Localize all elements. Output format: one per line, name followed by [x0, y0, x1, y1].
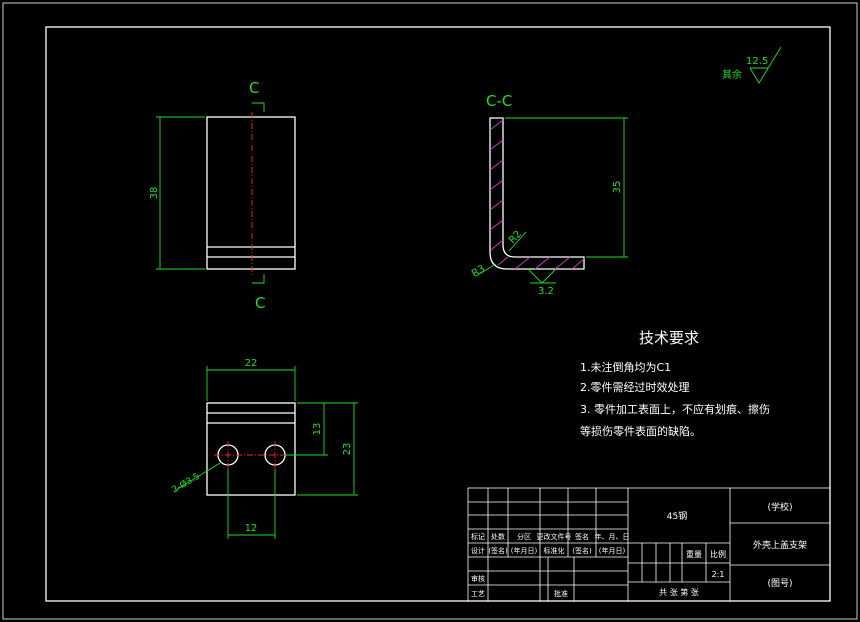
weight-label: 重量 [686, 549, 702, 559]
section-marker-bottom [252, 274, 265, 284]
dim-23-text: 23 [342, 443, 353, 456]
bottom-outline [206, 402, 296, 496]
school-text: (学校) [767, 501, 792, 513]
roughness-other-label: 其余 [722, 68, 742, 81]
svg-text:(签名): (签名) [488, 546, 508, 555]
approve-label: 批准 [554, 589, 568, 598]
radius-inner-leader [508, 231, 527, 252]
radius-inner-text: R2 [507, 229, 524, 246]
section-letter-top: C [249, 79, 259, 97]
process-label: 工艺 [471, 590, 485, 598]
drawing-no-text: (图号) [767, 578, 792, 589]
roughness-symbol [527, 268, 557, 284]
dim-13-text: 13 [312, 423, 323, 436]
svg-text:分区: 分区 [517, 532, 531, 541]
sheet-text: 共 张 第 张 [659, 587, 699, 597]
section-marker-top [252, 102, 265, 112]
roughness-other-symbol [749, 46, 782, 84]
radius-outer-leader [475, 263, 497, 277]
svg-text:更改文件号: 更改文件号 [537, 532, 572, 541]
dim-22-text: 22 [245, 358, 258, 369]
section-title: C-C [486, 92, 512, 110]
dim-12-text: 12 [245, 523, 258, 534]
title-block: 45钢 (学校) 外壳上盖支架 (图号) 重量 比例 2:1 共 张 第 张 标… [467, 487, 831, 602]
roughness-other: 其余 12.5 [722, 46, 782, 84]
section-profile [489, 117, 585, 270]
review-label: 审核 [471, 574, 485, 583]
svg-text:(年月日): (年月日) [511, 546, 538, 555]
tech-item-4: 等损伤零件表面的缺陷。 [580, 424, 701, 438]
tech-requirements: 技术要求 1.未注倒角均为C1 2.零件需经过时效处理 3. 零件加工表面上，不… [580, 329, 770, 438]
tech-title: 技术要求 [639, 329, 699, 347]
dim-35-text: 35 [612, 181, 623, 194]
section-hatching [489, 119, 585, 270]
svg-text:(年月日): (年月日) [599, 546, 626, 555]
svg-text:标准化: 标准化 [544, 546, 565, 555]
roughness-value: 3.2 [538, 286, 554, 297]
material-text: 45钢 [667, 510, 687, 522]
svg-text:(签名): (签名) [572, 546, 592, 555]
part-name-text: 外壳上盖支架 [753, 539, 807, 551]
holes-leader [175, 462, 221, 491]
inner-frame [45, 26, 831, 602]
radius-outer-text: R3 [470, 263, 487, 279]
svg-text:签名: 签名 [575, 532, 589, 541]
scale-value: 2:1 [712, 570, 725, 579]
svg-text:处数: 处数 [491, 532, 505, 541]
holes-text: 2-Ø3.5 [170, 471, 202, 496]
dim-38-text: 38 [149, 187, 160, 200]
tech-item-2: 2.零件需经过时效处理 [580, 380, 690, 394]
section-letter-bottom: C [255, 294, 265, 312]
front-outline [206, 116, 296, 270]
svg-text:年、月、日: 年、月、日 [595, 532, 630, 541]
svg-text:标记: 标记 [471, 532, 485, 541]
tech-item-3: 3. 零件加工表面上，不应有划痕、擦伤 [580, 402, 770, 416]
roughness-other-value: 12.5 [746, 56, 768, 67]
svg-text:设计: 设计 [471, 546, 485, 555]
scale-label: 比例 [710, 549, 726, 559]
bottom-view: 22 12 13 23 2-Ø3.5 [170, 358, 358, 539]
section-view: C-C 35 R2 R3 3.2 [470, 92, 628, 297]
front-view: C C 38 [149, 79, 296, 312]
tech-item-1: 1.未注倒角均为C1 [580, 360, 671, 374]
